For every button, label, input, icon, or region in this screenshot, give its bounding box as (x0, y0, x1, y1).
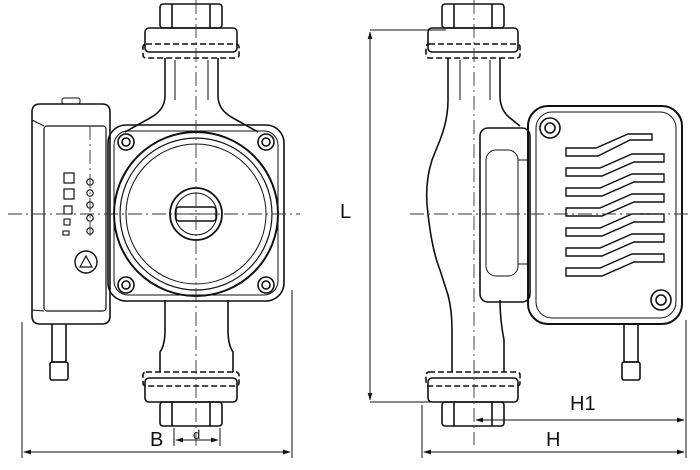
dimension-label-l: L (340, 201, 352, 223)
dimension-label-h: H (546, 429, 561, 451)
side-terminal-box (527, 105, 683, 325)
side-top-flange (425, 3, 521, 59)
dimension-label-h1: H1 (570, 393, 596, 415)
side-view (425, 3, 683, 427)
front-top-neck (124, 58, 259, 133)
center-lines (8, 0, 692, 450)
front-bottom-flange (142, 371, 240, 427)
side-pump-body (425, 58, 521, 372)
side-cable-gland (621, 324, 641, 381)
side-cooling-fins (565, 133, 665, 277)
front-corner-bolts (117, 133, 275, 294)
dimension-label-d: d (193, 427, 201, 442)
front-top-flange (142, 3, 240, 59)
front-bottom-neck (159, 300, 234, 372)
side-bottom-flange (425, 371, 521, 427)
front-control-box (31, 97, 111, 325)
front-cable-gland (49, 324, 69, 381)
front-view (31, 3, 285, 427)
dimension-lines (21, 29, 687, 458)
dimension-label-b: B (150, 429, 164, 451)
side-coupling (479, 127, 531, 303)
